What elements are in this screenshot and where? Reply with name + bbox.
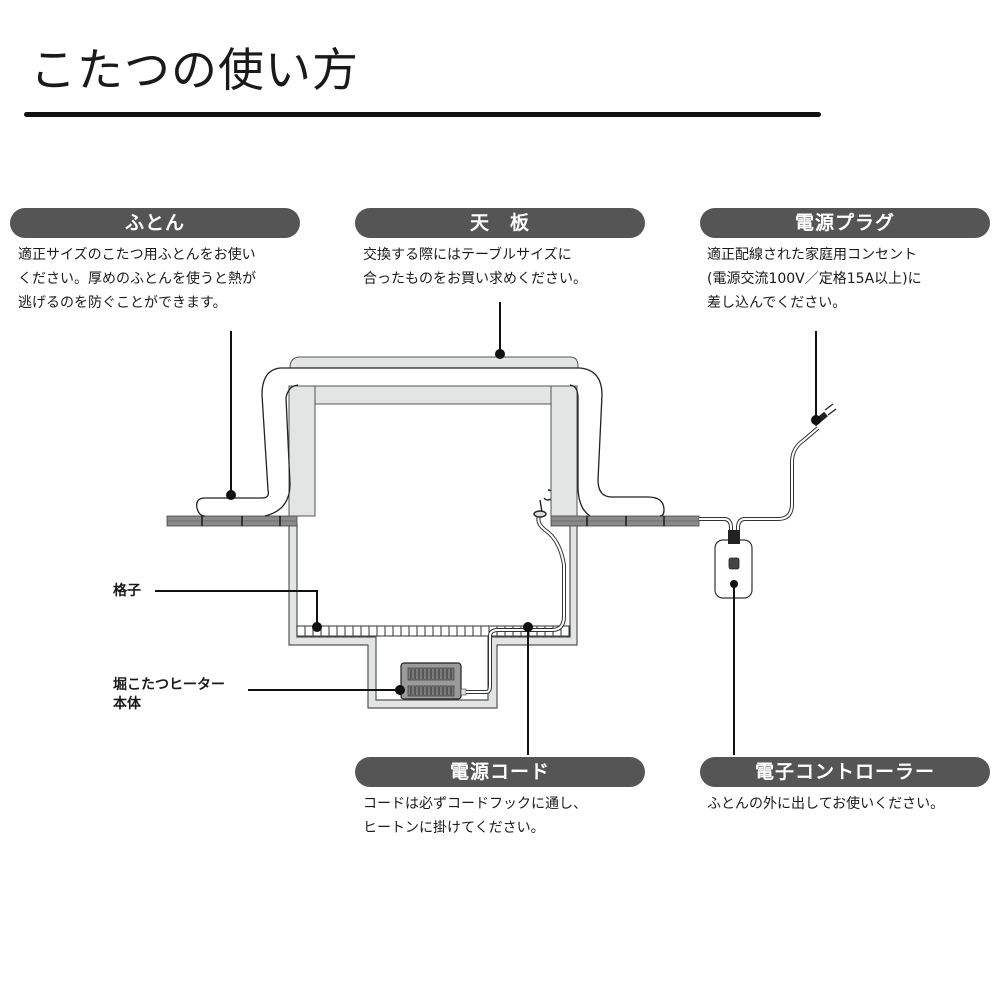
heater-unit — [400, 662, 467, 700]
electronic-controller — [714, 530, 753, 599]
grid-leader — [155, 590, 318, 627]
tabletop-leader-dot — [495, 349, 505, 359]
controller-heading: 電子コントローラー — [700, 757, 990, 787]
controller-description: ふとんの外に出してお使いください。 — [707, 796, 945, 812]
power-cord-outer — [699, 426, 820, 538]
futon — [196, 367, 665, 517]
grid-label: 格子 — [113, 583, 141, 599]
tabletop — [289, 356, 579, 369]
tabletop-description: 交換する際にはテーブルサイズに 合ったものをお買い求めください。 — [363, 247, 587, 287]
plug-leader-dot — [811, 415, 821, 425]
power-plug-description: 適正配線された家庭用コンセント (電源交流100V／定格15A以上)に 差し込ん… — [707, 247, 922, 311]
floor-left — [166, 515, 298, 527]
cord-hook — [533, 489, 554, 518]
power-cord-heading: 電源コード — [355, 757, 645, 787]
futon-leader-dot — [226, 490, 236, 500]
cord-leader-dot — [523, 622, 533, 632]
heater-unit-label: 堀こたつヒーター 本体 — [113, 677, 225, 712]
futon-heading: ふとん — [10, 208, 300, 238]
power-plug-heading: 電源プラグ — [700, 208, 990, 238]
floor-right — [550, 515, 700, 527]
heater-leader-dot — [395, 685, 405, 695]
table-frame — [288, 385, 578, 517]
futon-description: 適正サイズのこたつ用ふとんをお使い ください。厚めのふとんを使うと熱が 逃げるの… — [18, 247, 256, 311]
power-cord-description: コードは必ずコードフックに通し、 ヒートンに掛けてください。 — [363, 796, 587, 836]
tabletop-heading: 天 板 — [355, 208, 645, 238]
power-cord-inner — [466, 512, 566, 694]
title-underline — [24, 112, 821, 117]
leader-lines — [155, 302, 821, 755]
grid-leader-dot — [312, 622, 322, 632]
page-title: こたつの使い方 — [30, 43, 359, 97]
